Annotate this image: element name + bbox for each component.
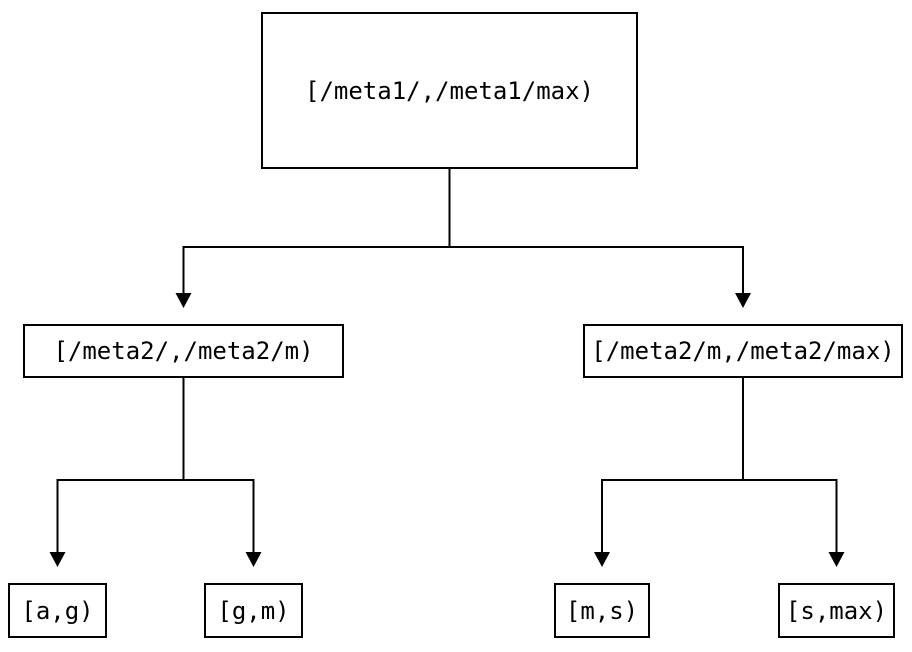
- arrowhead-down-icon: [175, 293, 192, 308]
- edge-right-children: [594, 378, 845, 567]
- edge-left-children: [49, 378, 262, 567]
- node-right-interval: [/meta2/m,/meta2/max): [583, 324, 903, 378]
- node-leaf-gm: [g,m): [204, 583, 303, 638]
- node-label: [/meta2/m,/meta2/max): [591, 337, 895, 365]
- arrowhead-down-icon: [245, 552, 262, 567]
- node-leaf-smax: [s,max): [778, 583, 895, 638]
- node-left-interval: [/meta2/,/meta2/m): [23, 324, 344, 378]
- node-label: [a,g): [21, 596, 94, 625]
- node-label: [/meta2/,/meta2/m): [53, 337, 314, 365]
- arrowhead-down-icon: [594, 552, 610, 567]
- node-leaf-ag: [a,g): [8, 583, 107, 638]
- node-leaf-ms: [m,s): [554, 583, 650, 638]
- arrowhead-down-icon: [49, 552, 66, 567]
- node-label: [/meta1/,/meta1/max): [305, 76, 594, 105]
- node-label: [m,s): [565, 596, 639, 625]
- node-root-interval: [/meta1/,/meta1/max): [261, 12, 638, 169]
- arrowhead-down-icon: [735, 293, 751, 308]
- edge-root-children: [175, 169, 751, 308]
- arrowhead-down-icon: [828, 552, 845, 567]
- node-label: [s,max): [785, 596, 888, 625]
- node-label: [g,m): [217, 596, 290, 625]
